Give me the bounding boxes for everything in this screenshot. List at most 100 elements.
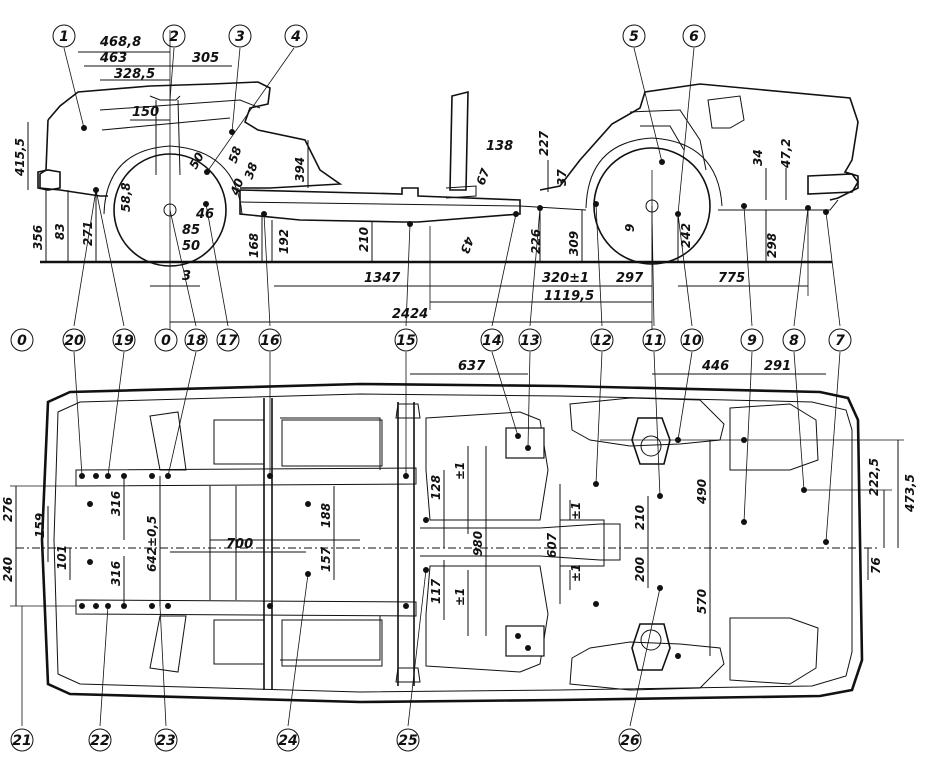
callout-2-label: 2 [169,29,179,45]
front-floor-frame [209,417,381,661]
rear-arch-bottom [569,641,725,691]
rear-arch-top [569,397,725,447]
callout-13: 13 [518,328,542,352]
front-seat-crossbar-top [395,403,421,419]
rear-crossmember-front [75,599,417,617]
callout-7: 7 [828,328,852,352]
callout-8-label: 8 [789,333,799,349]
dim-607: 607 [545,532,559,558]
side-member [239,187,521,223]
front-seat-crossbar-bottom [395,667,421,683]
dim-394: 394 [293,157,307,182]
callout-17-label: 17 [218,333,238,349]
callout-19: 19 [112,328,136,352]
dim-316-top: 316 [109,491,123,516]
callout-12: 12 [590,328,614,352]
floor-line [239,201,521,207]
callout-5: 5 [622,24,646,48]
rear-spring-mount-bottom-ring [640,629,662,651]
dim-320: 320±1 [542,271,589,286]
dim-pm1-c: ±1 [569,502,583,520]
plan-view: 637 446 291 276 159 101 240 316 316 642±… [1,359,917,704]
dim-128: 128 [429,475,443,500]
callout-16: 16 [258,328,282,352]
callout-12-label: 12 [592,333,611,349]
dim-210-side: 210 [357,227,371,252]
callout-0-mid: 0 [154,328,178,352]
side-view: 468,8 463 328,5 305 150 415,5 356 83 271… [13,30,859,330]
rear-side-window [707,95,745,129]
dim-200: 200 [633,557,647,582]
callout-17: 17 [216,328,240,352]
callout-24: 24 [276,728,300,752]
dim-157: 157 [319,546,333,572]
dim-58: 58 [226,145,245,165]
front-suspension-arm-lower [149,615,187,673]
callout-16-label: 16 [260,333,280,349]
dim-101: 101 [55,545,69,570]
dim-490: 490 [695,479,709,505]
dim-980: 980 [471,531,485,556]
callout-19-label: 19 [114,333,134,349]
side-dimension-lines [27,30,809,330]
callout-18: 18 [184,328,208,352]
center-pillar [449,90,469,191]
dim-297: 297 [616,271,644,286]
callout-25: 25 [396,728,420,752]
dim-570: 570 [695,589,709,614]
callout-8: 8 [782,328,806,352]
dim-pm1-d: ±1 [569,564,583,582]
dim-356: 356 [31,225,45,250]
callout-9-label: 9 [747,333,757,349]
dim-192: 192 [277,229,291,254]
dim-1119-5: 1119,5 [544,289,594,304]
callouts: 1 2 3 4 5 6 7 8 9 10 11 12 13 14 15 16 1… [10,24,852,752]
callout-1: 1 [52,24,76,48]
dim-328-5: 328,5 [114,67,155,82]
callout-24-label: 24 [278,733,297,749]
rear-spring-mount-top [631,417,671,465]
callout-20-label: 20 [64,333,84,349]
callout-25-label: 25 [398,733,418,749]
callout-13-label: 13 [520,333,539,349]
callout-15-label: 15 [396,333,416,349]
callout-15: 15 [394,328,418,352]
dim-700: 700 [226,537,253,552]
dim-446: 446 [701,359,729,374]
central-tunnel [420,523,621,561]
side-reference-points [81,125,829,227]
callout-22: 22 [88,728,112,752]
dim-468-8: 468,8 [99,35,141,50]
dim-210-plan: 210 [633,505,647,530]
callout-14: 14 [480,328,504,352]
dim-83: 83 [53,223,67,240]
callout-10: 10 [680,328,704,352]
dim-67: 67 [474,166,493,187]
callout-22-label: 22 [90,733,109,749]
body-plan-outline [40,382,864,704]
dim-138: 138 [486,139,513,154]
plan-dimension-labels: 637 446 291 276 159 101 240 316 316 642±… [1,359,917,614]
front-body-outline [47,81,343,189]
dim-34: 34 [751,149,765,166]
rear-wheel-arch-inner [629,109,707,171]
front-crossmember [75,467,417,487]
callout-3: 3 [228,24,252,48]
callout-3-label: 3 [235,29,245,45]
dim-9: 9 [623,224,637,232]
floor-panel-front-right [281,619,383,667]
plan-dimension-lines [10,373,904,656]
dim-pm1-b: ±1 [453,588,467,606]
front-apron [39,119,108,197]
rear-body-outline [539,83,859,201]
dim-85: 85 [182,223,200,238]
callout-4: 4 [284,24,308,48]
callout-2: 2 [162,24,186,48]
callout-9: 9 [740,328,764,352]
callout-1-label: 1 [59,29,69,45]
callout-26: 26 [618,728,642,752]
callout-11-label: 11 [644,333,663,349]
dim-40: 40 [227,177,246,198]
front-inner-panel [213,419,265,465]
side-dimension-labels: 468,8 463 328,5 305 150 415,5 356 83 271… [13,35,793,322]
